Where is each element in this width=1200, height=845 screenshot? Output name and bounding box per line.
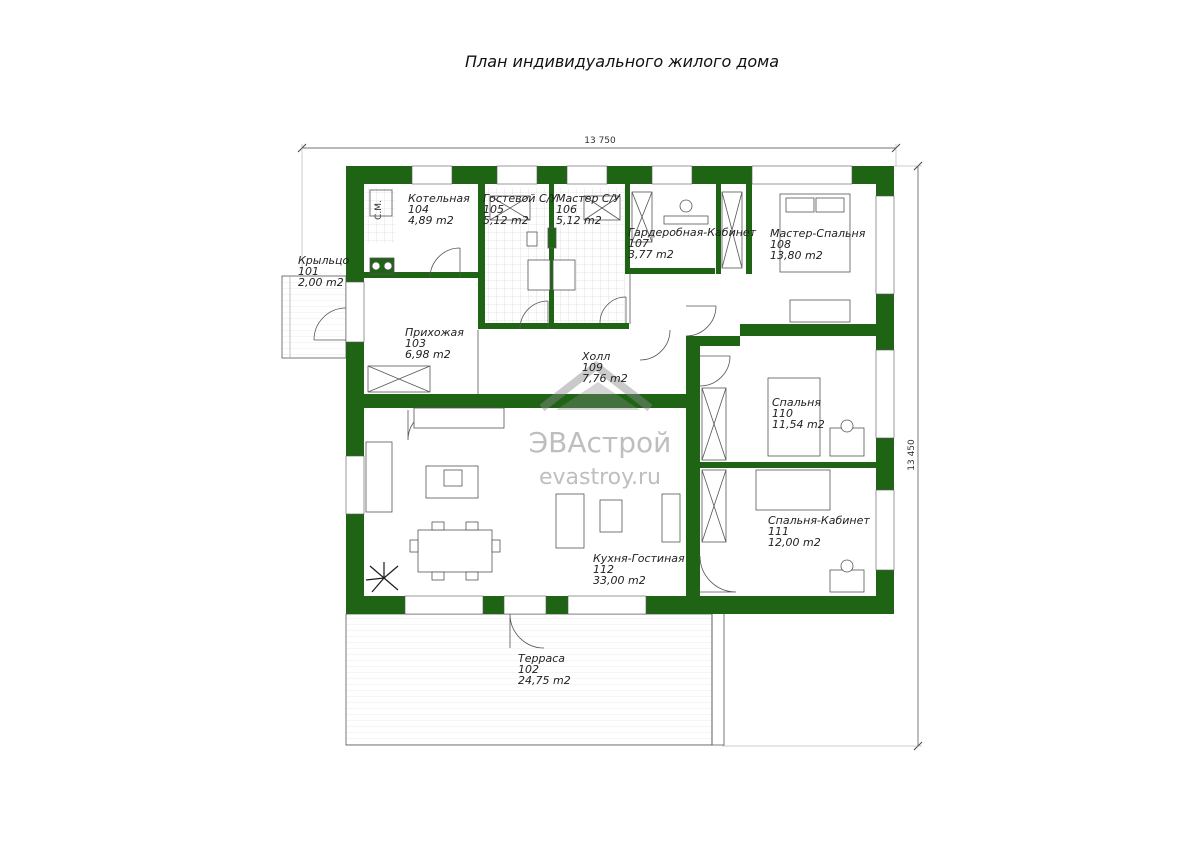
office-bedroom-furniture [755,469,865,593]
dimension-height: 13 450 [722,161,923,751]
room-label-109: Холл 109 7,76 m2 [581,350,628,385]
plant-icon [365,562,399,593]
partition-lines [477,274,631,394]
watermark-brand: ЭВАстрой [529,426,672,459]
watermark: ЭВАстрой evastroy.ru [529,360,672,490]
windows [345,165,895,615]
room-label-111: Спальня-Кабинет 111 12,00 m2 [768,514,873,549]
room-label-112: Кухня-Гостиная 112 33,00 m2 [593,552,688,587]
room-label-108: Мастер-Спальня 108 13,80 m2 [770,227,869,262]
kitchen-living-furniture [365,407,681,581]
dimension-height-label: 13 450 [907,439,917,471]
room-label-103: Прихожая 103 6,98 m2 [405,326,467,361]
room-labels: Крыльцо 101 2,00 m2 Терраса 102 24,75 m2… [298,192,873,687]
plan-title: План индивидуального жилого дома [465,52,779,71]
room-label-104: Котельная 104 4,89 m2 [408,192,473,227]
room-label-106: Мастер С/У 106 5,12 m2 [556,192,624,227]
bedroom-furniture [767,377,865,457]
room-label-107: Гардеробная-Кабинет 107 3,77 m2 [628,226,760,261]
watermark-site: evastroy.ru [539,465,661,490]
dimension-width: 13 750 [297,136,901,268]
doors [313,247,737,649]
master-bedroom-furniture [779,193,851,323]
terrace-deck [345,613,713,746]
room-label-102: Терраса 102 24,75 m2 [518,652,571,687]
hall-wardrobes [367,365,727,543]
interior-walls [364,184,876,596]
room-label-101: Крыльцо 101 2,00 m2 [298,254,353,289]
porch-deck [281,275,347,359]
room-label-105: Гостевой С/У 105 5,12 m2 [483,192,561,227]
boiler-room-fixtures [369,189,395,275]
washer-mark: С.М. [374,200,384,220]
wardrobe-fixtures [631,191,743,269]
dimension-width-label: 13 750 [584,136,616,146]
room-label-110: Спальня 110 11,54 m2 [772,396,825,431]
bathroom-fixtures [489,195,621,291]
